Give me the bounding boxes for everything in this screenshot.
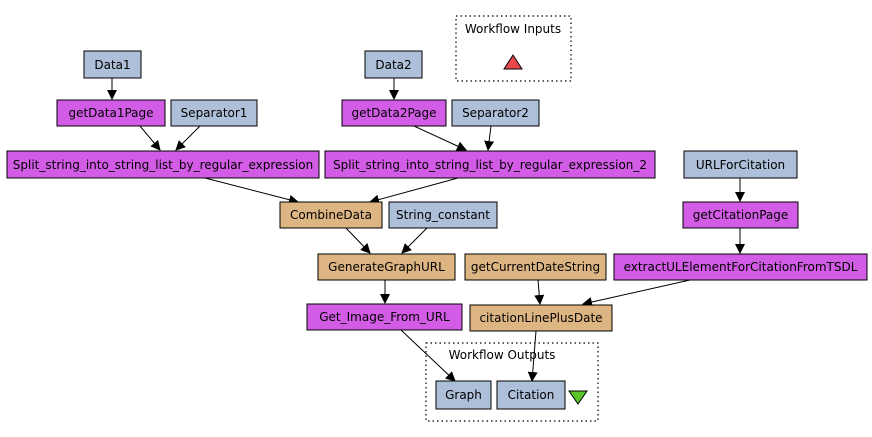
svg-text:Split_string_into_string_list_: Split_string_into_string_list_by_regular… bbox=[13, 158, 313, 172]
svg-text:Get_Image_From_URL: Get_Image_From_URL bbox=[319, 310, 450, 324]
edge-split1-combinedata bbox=[204, 177, 299, 205]
svg-text:Data1: Data1 bbox=[94, 58, 130, 72]
node-getdata1page[interactable]: getData1Page bbox=[56, 99, 166, 127]
edges bbox=[107, 78, 745, 382]
node-stringconstant[interactable]: String_constant bbox=[388, 201, 498, 229]
node-split2[interactable]: Split_string_into_string_list_by_regular… bbox=[324, 150, 656, 179]
node-data1[interactable]: Data1 bbox=[83, 50, 142, 79]
svg-text:Separator1: Separator1 bbox=[181, 106, 248, 120]
node-getimage[interactable]: Get_Image_From_URL bbox=[306, 303, 463, 331]
svg-text:Graph: Graph bbox=[445, 388, 482, 402]
svg-text:Separator2: Separator2 bbox=[462, 106, 529, 120]
nodes: Data1 getData1Page Separator1 Split_stri… bbox=[6, 50, 868, 410]
node-citationline[interactable]: citationLinePlusDate bbox=[469, 304, 613, 332]
svg-text:CombineData: CombineData bbox=[290, 208, 372, 222]
workflow-outputs-cluster: Workflow Outputs bbox=[425, 342, 599, 422]
node-separator1[interactable]: Separator1 bbox=[170, 99, 258, 127]
edge-getimage-graph bbox=[400, 329, 456, 382]
edge-getdata1page-split1 bbox=[139, 125, 161, 151]
node-separator2[interactable]: Separator2 bbox=[451, 99, 540, 127]
edge-stringconstant-generategraphurl bbox=[401, 227, 428, 254]
edge-separator1-split1 bbox=[175, 125, 201, 151]
node-combinedata[interactable]: CombineData bbox=[279, 201, 383, 229]
svg-text:Data2: Data2 bbox=[375, 58, 411, 72]
node-generategraphurl[interactable]: GenerateGraphURL bbox=[317, 253, 456, 281]
edge-extractul-citationline bbox=[582, 279, 691, 307]
edge-citationline-citation bbox=[527, 330, 538, 382]
edge-getcurrentdate-citationline bbox=[534, 279, 545, 305]
edge-getdata2page-split2 bbox=[413, 125, 467, 151]
node-data2[interactable]: Data2 bbox=[364, 50, 423, 79]
svg-text:extractULElementForCitationFro: extractULElementForCitationFromTSDL bbox=[624, 260, 858, 274]
workflow-inputs-label: Workflow Inputs bbox=[465, 22, 561, 36]
edge-combinedata-generategraphurl bbox=[345, 227, 371, 254]
input-marker-icon bbox=[503, 54, 523, 70]
svg-text:URLForCitation: URLForCitation bbox=[696, 158, 785, 172]
workflow-inputs-cluster: Workflow Inputs bbox=[455, 15, 572, 82]
svg-text:getData2Page: getData2Page bbox=[351, 106, 436, 120]
svg-text:String_constant: String_constant bbox=[396, 208, 490, 222]
svg-text:getCitationPage: getCitationPage bbox=[693, 208, 789, 222]
svg-text:Split_string_into_string_list_: Split_string_into_string_list_by_regular… bbox=[333, 158, 647, 172]
node-graph-output[interactable]: Graph bbox=[435, 380, 492, 410]
svg-text:getCurrentDateString: getCurrentDateString bbox=[471, 260, 600, 274]
svg-text:citationLinePlusDate: citationLinePlusDate bbox=[479, 311, 602, 325]
output-marker-icon bbox=[568, 390, 588, 405]
workflow-outputs-label: Workflow Outputs bbox=[449, 348, 556, 362]
svg-text:Citation: Citation bbox=[508, 388, 555, 402]
svg-text:getData1Page: getData1Page bbox=[68, 106, 153, 120]
svg-text:GenerateGraphURL: GenerateGraphURL bbox=[328, 260, 445, 274]
node-split1[interactable]: Split_string_into_string_list_by_regular… bbox=[6, 150, 320, 179]
node-citation-output[interactable]: Citation bbox=[496, 380, 566, 410]
node-extractul[interactable]: extractULElementForCitationFromTSDL bbox=[613, 253, 868, 281]
node-urlforcitation[interactable]: URLForCitation bbox=[683, 150, 798, 179]
node-getcurrentdate[interactable]: getCurrentDateString bbox=[464, 253, 607, 281]
edge-separator2-split2 bbox=[484, 125, 495, 151]
node-getdata2page[interactable]: getData2Page bbox=[341, 99, 447, 127]
edge-split2-combinedata bbox=[369, 177, 459, 205]
node-getcitationpage[interactable]: getCitationPage bbox=[682, 201, 799, 229]
